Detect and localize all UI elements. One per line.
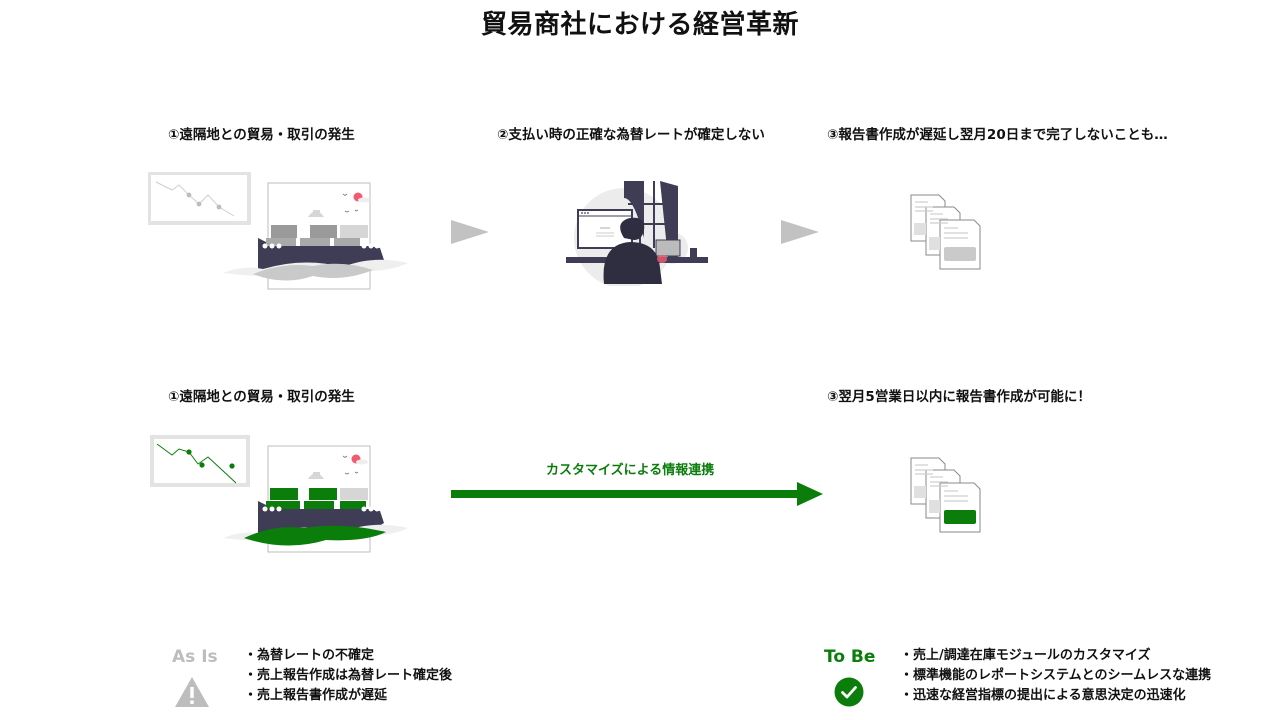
tobe-step1-label: ①遠隔地との貿易・取引の発生 (168, 389, 355, 405)
cargo-ship-icon (148, 434, 418, 556)
tobe-bullet: 売上/調達在庫モジュールのカスタマイズ (900, 646, 1211, 666)
cargo-ship-icon (148, 172, 418, 294)
tobe-bullet: 迅速な経営指標の提出による意思決定の迅速化 (900, 686, 1211, 706)
tobe-title: To Be (824, 647, 876, 667)
play-arrow-icon (781, 220, 819, 244)
tobe-bullet-list: 売上/調達在庫モジュールのカスタマイズ 標準機能のレポートシステムとのシームレス… (900, 646, 1211, 706)
check-circle-icon (834, 677, 864, 707)
asis-step3-label: ③報告書作成が遅延し翌月20日まで完了しないことも… (827, 127, 1168, 143)
documents-icon (908, 456, 984, 534)
line-chart-icon (150, 435, 250, 487)
line-chart-icon (148, 172, 251, 225)
warning-icon (174, 676, 210, 708)
play-arrow-icon (451, 220, 489, 244)
tobe-step3-label: ③翌月5営業日以内に報告書作成が可能に！ (827, 389, 1091, 405)
asis-bullet: 売上報告作成は為替レート確定後 (244, 666, 452, 686)
asis-step1-label: ①遠隔地との貿易・取引の発生 (168, 127, 355, 143)
documents-icon (908, 193, 984, 271)
integration-label: カスタマイズによる情報連携 (546, 463, 715, 478)
asis-bullet: 為替レートの不確定 (244, 646, 452, 666)
asis-bullet: 売上報告書作成が遅延 (244, 686, 452, 706)
person-at-desk-icon (562, 178, 712, 286)
asis-title: As Is (172, 647, 218, 667)
page-title: 貿易商社における経営革新 (480, 10, 799, 40)
arrow-right-icon (451, 482, 825, 508)
asis-step2-label: ②支払い時の正確な為替レートが確定しない (497, 127, 765, 143)
tobe-bullet: 標準機能のレポートシステムとのシームレスな連携 (900, 666, 1211, 686)
asis-bullet-list: 為替レートの不確定 売上報告作成は為替レート確定後 売上報告書作成が遅延 (244, 646, 452, 706)
